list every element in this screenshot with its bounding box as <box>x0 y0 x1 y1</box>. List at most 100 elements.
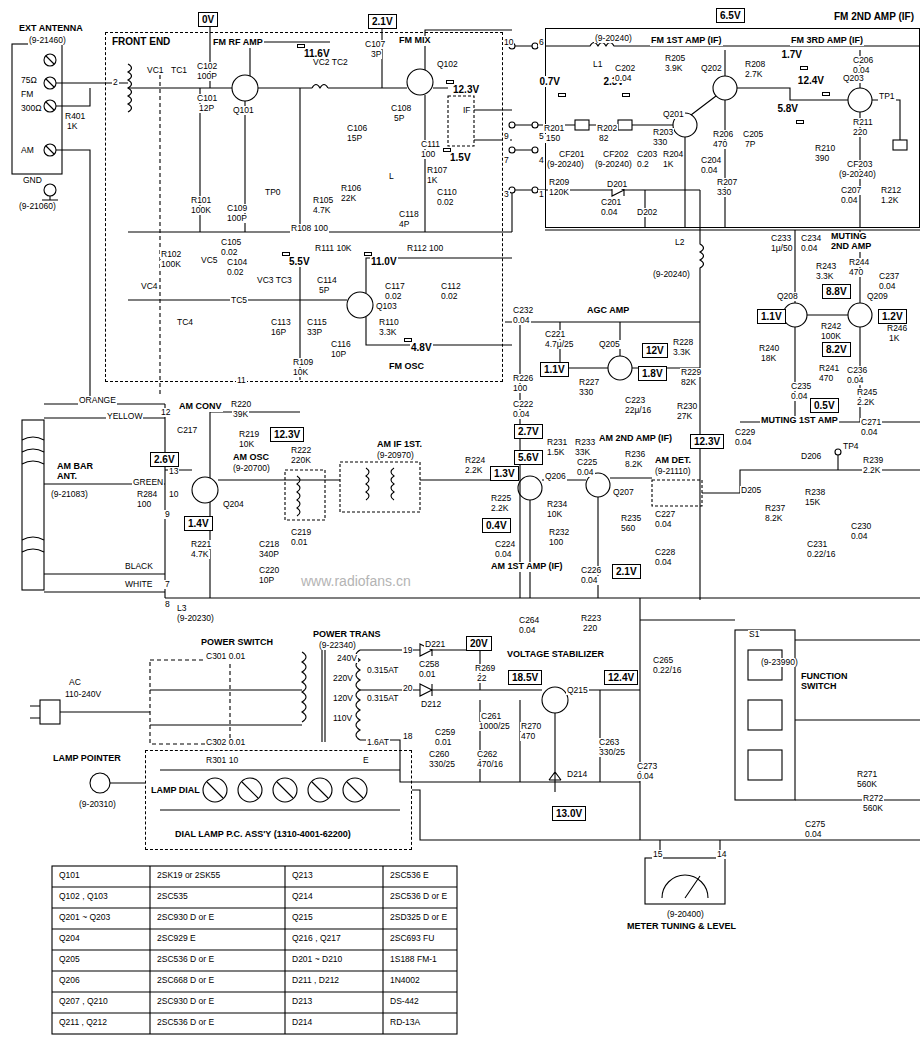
table-cell: 2SK19 or 2SK55 <box>156 871 221 880</box>
part-label: 100K <box>190 206 212 215</box>
part-label: 10 <box>168 490 179 499</box>
front-end-wiring <box>532 147 538 153</box>
part-label: C271 <box>860 418 882 427</box>
part-label: 15K <box>804 498 821 507</box>
voltage-box: 11.0V <box>364 252 372 256</box>
front-end-wiring <box>128 26 538 395</box>
lamp-wiring <box>90 773 110 793</box>
power-supply-wiring <box>640 620 920 800</box>
part-label: 19 <box>402 646 413 655</box>
antenna-terminal <box>44 184 56 196</box>
part-label: R237 <box>764 504 786 513</box>
part-label: 7 <box>164 580 171 589</box>
part-label: R246 <box>886 324 908 333</box>
part-label: R112 100 <box>406 244 444 253</box>
voltage-value: 20V <box>470 638 488 649</box>
part-label: AM <box>20 146 35 155</box>
part-label: 39K <box>232 410 249 419</box>
part-label: C104 <box>226 258 248 267</box>
part-label: C101 <box>196 94 218 103</box>
part-label: C201 <box>600 198 622 207</box>
part-label: 0.04 <box>840 196 859 205</box>
part-label: WHITE <box>124 580 153 589</box>
antenna-terminal <box>12 44 128 404</box>
part-label: (9-20230) <box>176 614 215 623</box>
part-label: C220 <box>258 566 280 575</box>
part-label: 110V <box>332 714 353 723</box>
part-label: 0.04 <box>614 74 633 83</box>
voltage-box: 1.8V <box>638 366 667 381</box>
part-label: 10P <box>258 576 275 585</box>
part-label: C205 <box>742 130 764 139</box>
voltage-box: 1.2V <box>878 309 907 324</box>
table-cell: 2SC929 E <box>156 934 197 943</box>
part-label: 22 <box>476 674 487 683</box>
table-cell: Q204 <box>58 934 81 943</box>
part-label: 0.04 <box>878 282 897 291</box>
am-if-wiring <box>165 449 920 598</box>
part-label: C116 <box>330 340 352 349</box>
antenna-terminal <box>46 56 54 154</box>
part-label: 10K <box>292 368 309 377</box>
parts-table-grid <box>150 866 383 1034</box>
voltage-box: 1.7V <box>800 66 808 70</box>
voltage-value: 11.0V <box>370 256 398 267</box>
muting-agc-wiring <box>848 303 872 327</box>
voltage-box: 6.5V <box>716 8 745 23</box>
part-label: D212 <box>420 700 442 709</box>
lamp-board: LAMP DIALDIAL LAMP P.C. ASS'Y (1310-4001… <box>145 750 412 850</box>
part-label: R110 <box>378 318 400 327</box>
part-label: 1.2K <box>880 196 900 205</box>
front-end-wiring <box>407 69 433 95</box>
part-label: Q103 <box>375 302 398 311</box>
voltage-box: 8.2V <box>822 342 851 357</box>
part-label: AM BAR ANT. <box>56 462 100 482</box>
muting-agc-wiring <box>505 230 920 598</box>
part-label: C110 <box>436 188 458 197</box>
front-end-wiring <box>433 88 512 140</box>
part-label: 0.315AT <box>366 666 400 675</box>
part-label: R207 <box>716 178 738 187</box>
table-cell: D214 <box>291 1018 313 1027</box>
voltage-value: 5.6V <box>518 452 539 463</box>
part-label: 33P <box>306 328 323 337</box>
parts-table-grid <box>52 866 457 1034</box>
part-label: D214 <box>566 770 588 779</box>
front-end-wiring <box>128 88 512 232</box>
part-label: 0.04 <box>518 626 537 635</box>
table-cell: Q216 , Q217 <box>291 934 342 943</box>
part-label: 1K <box>426 176 438 185</box>
voltage-box: 2.1V <box>368 14 397 29</box>
part-label: R245 <box>856 388 878 397</box>
part-label: 100P <box>226 214 248 223</box>
voltage-box: 1.4V <box>184 516 213 531</box>
part-label: 100 <box>136 500 152 509</box>
voltage-value: 0.7V <box>538 76 561 87</box>
table-cell: Q205 <box>58 955 81 964</box>
part-label: 470 <box>818 374 834 383</box>
lamp-wiring <box>207 782 363 798</box>
part-label: 1K <box>662 160 674 169</box>
part-label: R219 <box>238 430 260 439</box>
part-label: D202 <box>636 208 658 217</box>
fm-if-wiring <box>700 190 704 600</box>
part-label: 12P <box>198 104 215 113</box>
part-label: C235 <box>790 382 812 391</box>
part-label: C227 <box>654 510 676 519</box>
part-label: 0.04 <box>636 772 655 781</box>
part-label: 8.2K <box>764 514 784 523</box>
table-cell: 2SC930 D or E <box>156 913 215 922</box>
part-label: 220 <box>582 624 598 633</box>
voltage-value: 1.8V <box>642 368 663 379</box>
voltage-value: 18.5V <box>512 672 538 683</box>
part-label: C109 <box>226 204 248 213</box>
part-label: C232 <box>512 306 534 315</box>
fm-if-wiring <box>713 76 737 100</box>
part-label: (9-20240) <box>594 34 633 43</box>
part-label: 560 <box>620 524 636 533</box>
part-label: 220V <box>332 674 354 683</box>
lamp-wiring <box>110 770 400 810</box>
part-label: 9 <box>503 132 510 141</box>
part-label: 3.3K <box>672 348 692 357</box>
part-label: MUTING 2ND AMP <box>830 232 882 252</box>
